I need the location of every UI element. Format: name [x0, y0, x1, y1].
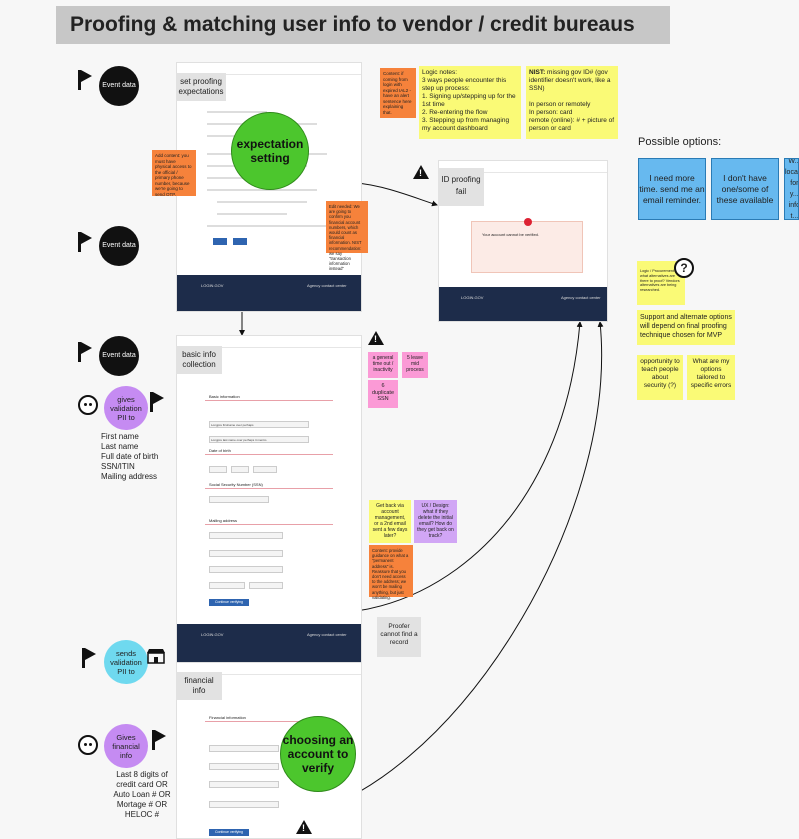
- event-data-marker: Event data: [99, 66, 139, 106]
- option-not-available: I don't have one/some of these available: [711, 158, 779, 220]
- flag-icon: [152, 730, 166, 750]
- continue-button[interactable]: Continue verifying: [209, 829, 249, 836]
- dob-year-field[interactable]: [253, 466, 277, 473]
- financial-option-field[interactable]: [209, 781, 279, 788]
- proofer-no-record-note: Proofer cannot find a record: [377, 617, 421, 657]
- address-line1-field[interactable]: [209, 532, 283, 539]
- address-line2-field[interactable]: [209, 550, 283, 557]
- state-select[interactable]: [209, 582, 245, 589]
- error-note-timeout: a general time out / inactivity: [368, 352, 398, 378]
- flag-icon: [82, 648, 96, 668]
- first-name-field[interactable]: Longpre firstname over perhaps: [209, 421, 309, 428]
- tailored-options-note: What are my options tailored to specific…: [687, 355, 735, 400]
- financial-option-field[interactable]: [209, 801, 279, 808]
- edit-note-transaction-info: Edit needed: We are going to confirm you…: [326, 201, 368, 271]
- event-data-marker: Event data: [99, 226, 139, 266]
- support-options-note: Support and alternate options will depen…: [637, 310, 735, 345]
- flag-icon: [78, 232, 92, 252]
- teach-security-note: opportunity to teach people about securi…: [637, 355, 683, 400]
- flag-icon: [150, 392, 164, 412]
- step-label-fail: ID proofing fail: [438, 168, 484, 206]
- get-back-note: Get back via account management, or a 2n…: [369, 500, 411, 543]
- warning-icon: !: [368, 331, 384, 345]
- error-note-leave-mid-process: 5 leave mid process: [402, 352, 428, 378]
- possible-options-heading: Possible options:: [638, 136, 722, 148]
- choosing-account-bubble: choosing an account to verify: [280, 716, 356, 792]
- step-label-expectations: set proofing expectations: [176, 73, 226, 101]
- option-more-time: I need more time. send me an email remin…: [638, 158, 706, 220]
- step-label-financial: financial info: [176, 672, 222, 700]
- option-partial: W... loca... for y... info t...: [784, 158, 799, 220]
- screen-id-proofing-fail: Your account cannot be verified. LOGIN.G…: [438, 160, 608, 322]
- flag-icon: [78, 70, 92, 90]
- dob-day-field[interactable]: [231, 466, 249, 473]
- financial-option-field[interactable]: [209, 745, 279, 752]
- step-label-basic: basic info collection: [176, 346, 222, 374]
- last-name-field[interactable]: Longpre last name over perhaps it mentio: [209, 436, 309, 443]
- ssn-field[interactable]: [209, 496, 269, 503]
- content-note-permanent-address: Content: provide guidance on what a "per…: [369, 545, 413, 600]
- screen-basic-info: Basic information Longpre firstname over…: [176, 335, 362, 665]
- dob-month-field[interactable]: [209, 466, 227, 473]
- city-field[interactable]: [209, 566, 283, 573]
- gives-financial-bubble: Gives financial info: [104, 724, 148, 768]
- warning-icon: !: [296, 820, 312, 834]
- page-title: Proofing & matching user info to vendor …: [56, 6, 670, 44]
- gives-pii-bubble: gives validation PII to: [104, 386, 148, 430]
- content-note-phone-access: Add content: you must have physical acce…: [152, 150, 196, 197]
- continue-button[interactable]: Continue verifying: [209, 599, 249, 606]
- event-data-marker: Event data: [99, 336, 139, 376]
- content-note-expired-ial2: Content: if coming from login with expir…: [380, 68, 416, 118]
- error-icon: [524, 218, 532, 226]
- user-face-icon: [78, 395, 98, 415]
- yes-button[interactable]: [233, 238, 247, 245]
- flag-icon: [78, 342, 92, 362]
- nist-note: NIST: missing gov ID# (gov identifier do…: [526, 66, 618, 139]
- financial-option-field[interactable]: [209, 763, 279, 770]
- no-button[interactable]: [213, 238, 227, 245]
- user-face-icon: [78, 735, 98, 755]
- sends-pii-bubble: sends validation PII to: [104, 640, 148, 684]
- logic-note: Logic notes: 3 ways people encounter thi…: [419, 66, 521, 139]
- pii-list: First name Last name Full date of birth …: [101, 432, 159, 481]
- ux-design-note: UX / Design: what if they delete the ini…: [414, 500, 457, 543]
- financial-list: Last 8 digits of credit card OR Auto Loa…: [113, 770, 171, 819]
- warning-icon: !: [413, 165, 429, 179]
- store-icon: [147, 649, 165, 664]
- error-note-duplicate-ssn: 6 duplicate SSN: [368, 380, 398, 408]
- zip-field[interactable]: [249, 582, 283, 589]
- question-icon: ?: [674, 258, 694, 278]
- expectation-setting-bubble: expectation setting: [231, 112, 309, 190]
